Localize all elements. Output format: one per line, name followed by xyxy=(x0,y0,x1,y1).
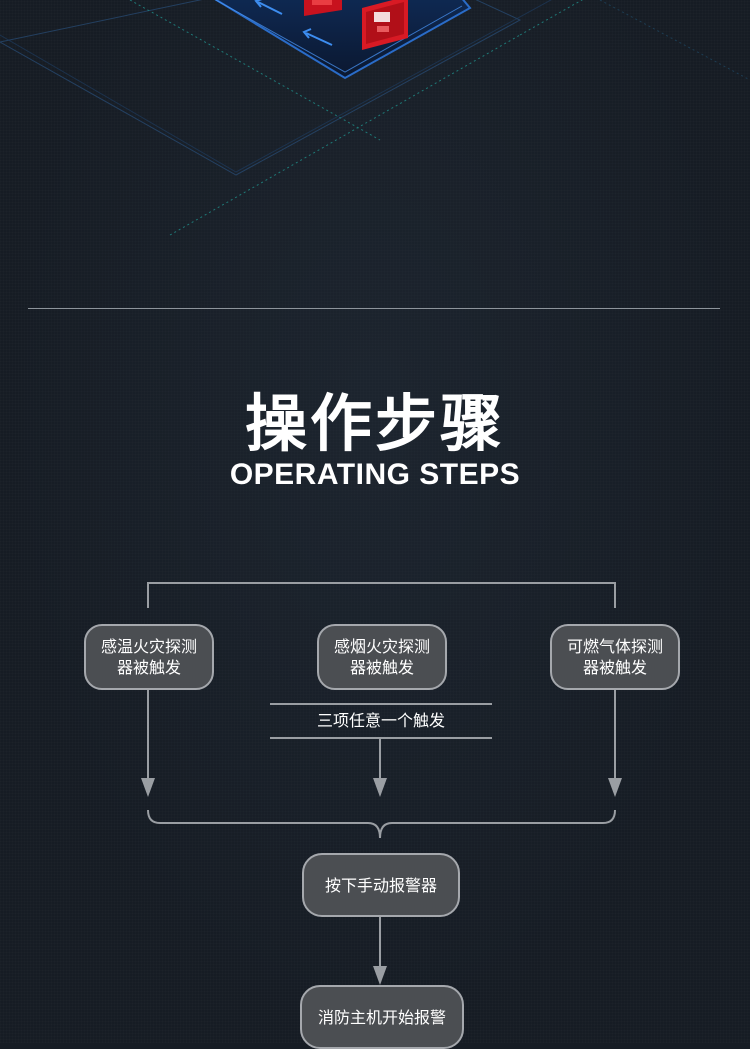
arrow-icon xyxy=(141,778,155,797)
isometric-platform-illustration xyxy=(0,0,750,236)
fire-alarm-panel-icon xyxy=(362,0,408,50)
arrow-icon xyxy=(373,966,387,985)
arrow-icon xyxy=(373,778,387,797)
node-heat-detector: 感温火灾探测 器被触发 xyxy=(84,624,214,690)
node-smoke-detector: 感烟火灾探测 器被触发 xyxy=(317,624,447,690)
merge-brace xyxy=(147,809,616,839)
fire-alarm-panel-icon xyxy=(304,0,342,16)
arrow-icon xyxy=(302,28,333,46)
node-control-panel-alarm: 消防主机开始报警 xyxy=(300,985,464,1049)
node-press-manual-alarm: 按下手动报警器 xyxy=(302,853,460,917)
section-divider xyxy=(28,308,720,309)
arrow-icon xyxy=(254,0,283,15)
section-subtitle: OPERATING STEPS xyxy=(229,458,521,491)
top-bracket xyxy=(147,582,616,608)
condition-label: 三项任意一个触发 xyxy=(316,711,445,730)
outer-platform-outline xyxy=(0,0,522,176)
dotted-guide-line xyxy=(169,34,521,236)
arrow-icon xyxy=(608,778,622,797)
node-gas-detector: 可燃气体探测 器被触发 xyxy=(550,624,680,690)
section-title: 操作步骤 xyxy=(244,387,505,460)
